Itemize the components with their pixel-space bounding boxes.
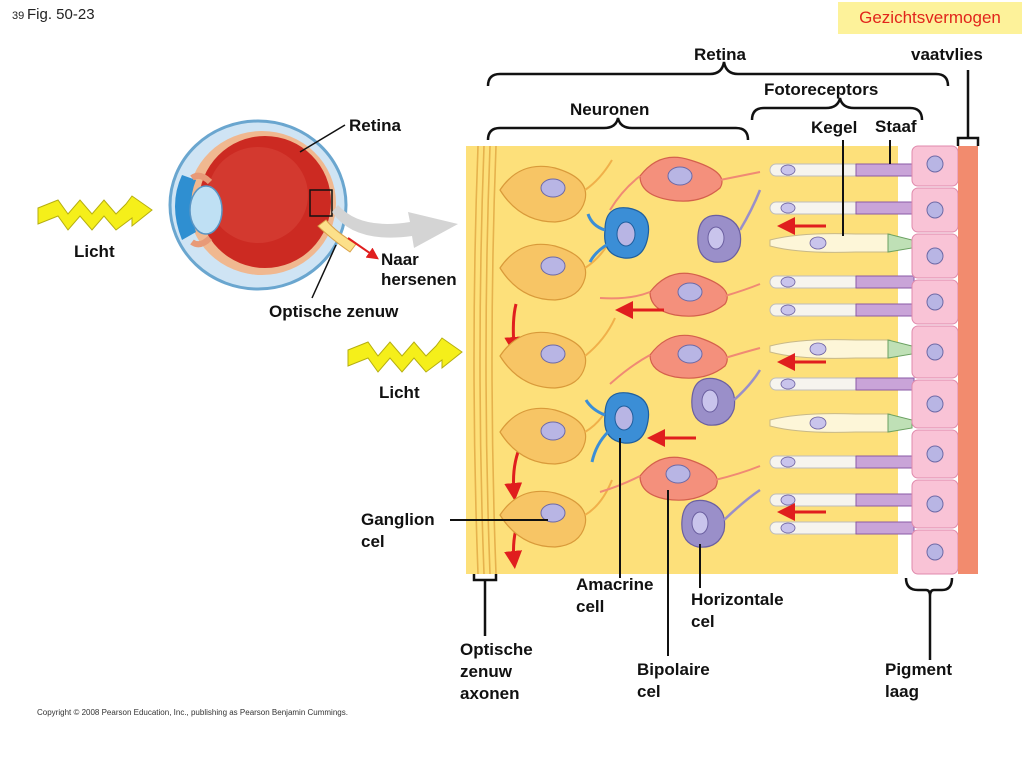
slide-number: 39 (12, 10, 25, 22)
choroid-layer (958, 146, 978, 574)
retina-eye-label: Retina (349, 116, 401, 135)
figure-label: Fig. 50-23 (27, 6, 95, 23)
fotoreceptors-label: Fotoreceptors (764, 80, 879, 99)
optische-zenuw-label: Optische zenuw (269, 302, 399, 321)
retina-top-label: Retina (694, 45, 746, 64)
staaf-label: Staaf (875, 117, 917, 136)
bipolaire-label-line1: Bipolaire (637, 660, 710, 679)
light-bolt-center-icon (347, 337, 463, 373)
horizontale-label-line1: Horizontale (691, 590, 784, 609)
bipolaire-label-line2: cel (637, 682, 661, 701)
light-bolt-left-icon (37, 195, 153, 231)
licht-left-label: Licht (74, 242, 115, 261)
naar-hersenen-label-line2: hersenen (381, 270, 457, 289)
ganglion-cells (499, 165, 587, 548)
ganglion-label-line2: cel (361, 532, 385, 551)
eye-illustration (168, 119, 357, 291)
neuronen-label: Neuronen (570, 100, 650, 119)
pigment-label-line2: laag (885, 682, 920, 701)
axonen-label-line1: Optische (460, 640, 533, 659)
axonen-label-line3: axonen (460, 684, 520, 703)
kegel-label: Kegel (811, 118, 858, 137)
topic-badge: Gezichtsvermogen (838, 2, 1022, 34)
licht-center-label: Licht (379, 383, 420, 402)
naar-hersenen-label-line1: Naar (381, 250, 419, 269)
horizontale-label-line2: cel (691, 612, 715, 631)
axonen-label-line2: zenuw (460, 662, 512, 681)
vaatvlies-label: vaatvlies (911, 45, 983, 64)
amacrine-label-line1: Amacrine (576, 575, 654, 594)
copyright-notice: Copyright © 2008 Pearson Education, Inc.… (37, 708, 348, 717)
amacrine-label-line2: cell (576, 597, 605, 616)
pigment-label-line1: Pigment (885, 660, 953, 679)
photoreceptors (769, 163, 915, 535)
ganglion-label-line1: Ganglion (361, 510, 435, 529)
